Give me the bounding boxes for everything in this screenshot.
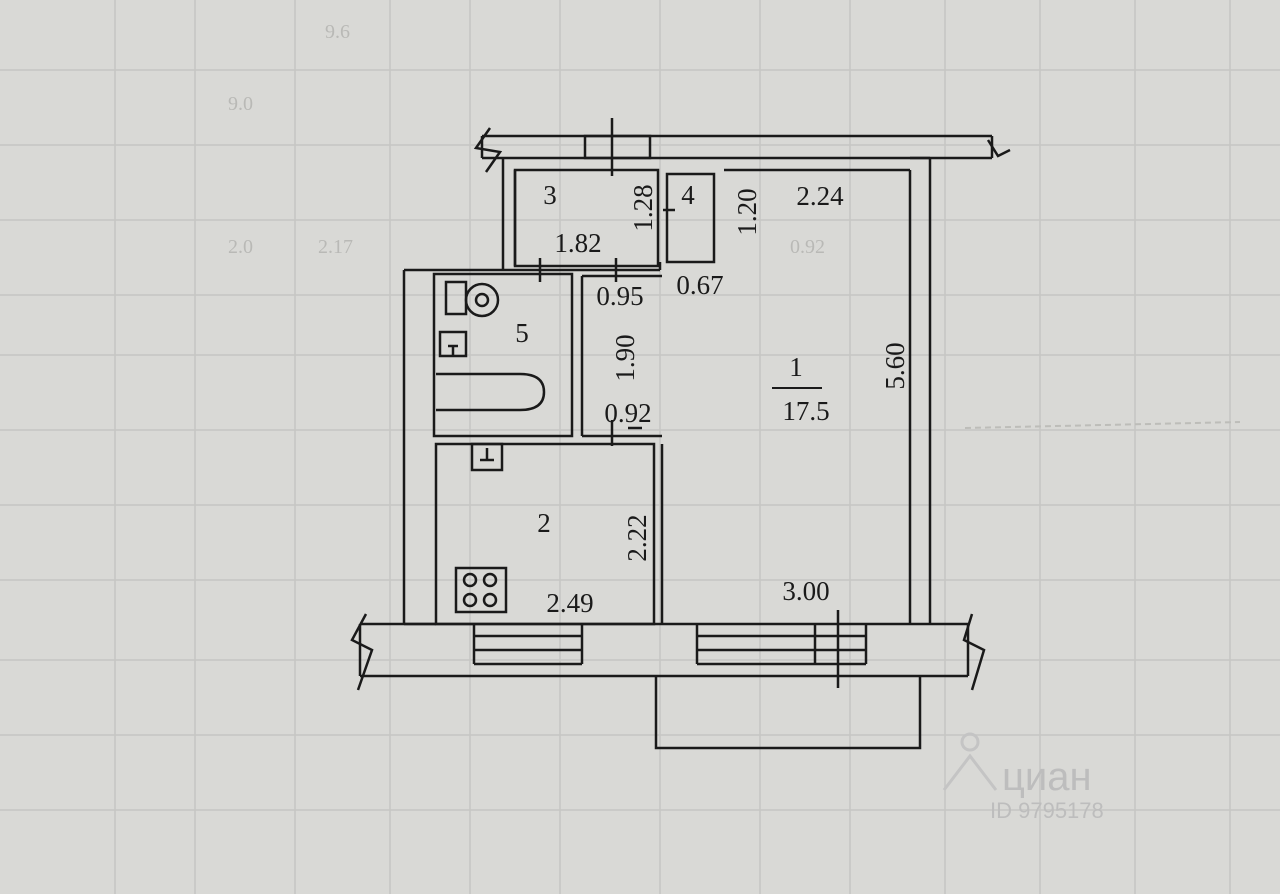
room-1-area: 17.5 [782, 396, 829, 426]
dimension-label: 0.92 [604, 398, 651, 428]
cian-watermark: циан ID 9795178 [942, 732, 1104, 823]
dimension-label: 5.60 [880, 342, 910, 389]
break-mark [350, 613, 374, 691]
dimension-label: 2.22 [622, 514, 652, 561]
faint-text: 9.6 [325, 21, 350, 43]
kitchen-window [472, 624, 584, 666]
sink-icon [438, 330, 468, 358]
faint-text: 0.92 [790, 236, 825, 258]
room-4-number: 4 [681, 180, 695, 210]
dimension-label: 1.82 [554, 228, 601, 258]
location-pin-icon [942, 732, 998, 791]
room-5-number: 5 [515, 318, 529, 348]
faint-text: 2.17 [318, 236, 353, 258]
stove-icon [454, 566, 508, 614]
walls [350, 118, 1011, 750]
dimension-label: 1.28 [628, 184, 658, 231]
kitchen-sink-icon [470, 442, 504, 472]
toilet-icon [444, 280, 500, 318]
balcony [654, 676, 922, 750]
dimension-label: 0.67 [676, 270, 723, 300]
watermark-id: ID 9795178 [990, 798, 1104, 823]
faint-line [964, 421, 1241, 429]
watermark-brand: циан [1002, 755, 1092, 799]
dimension-label: 3.00 [782, 576, 829, 606]
dimension-label: 2.24 [796, 181, 844, 211]
room-1-number: 1 [789, 352, 803, 382]
dimension-label: 1.20 [732, 188, 762, 235]
dimension-label: 0.95 [596, 281, 643, 311]
dimension-label: 1.90 [610, 334, 640, 381]
faint-text: 9.0 [228, 93, 253, 115]
faint-background-text: 9.6 9.0 2.0 2.17 0.92 [228, 21, 825, 258]
dimension-label: 2.49 [546, 588, 593, 618]
bathtub-icon [436, 372, 546, 412]
faint-text: 2.0 [228, 236, 253, 258]
room-window [695, 610, 868, 688]
room-2-number: 2 [537, 508, 551, 538]
room-3-number: 3 [543, 180, 557, 210]
